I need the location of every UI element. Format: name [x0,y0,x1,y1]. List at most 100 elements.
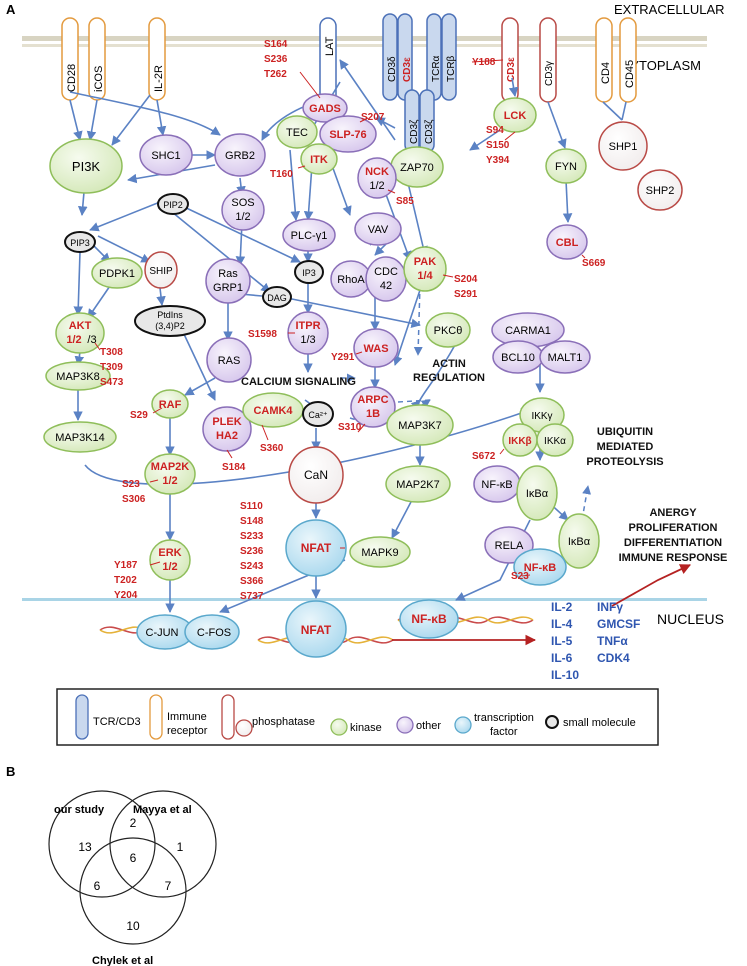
site-itk: T160 [270,169,293,180]
venn-count-our-mayya: 2 [130,816,137,830]
icos-label: iCOS [93,66,105,92]
immune-response-label: IMMUNE RESPONSE [619,552,728,564]
edge-cd3g-fyn [547,101,567,149]
gene-gmcsf: GMCSF [597,617,640,631]
site-leader [387,189,396,194]
legend: TCR/CD3 Immune receptor phosphatase kina… [56,688,659,746]
tec-label: TEC [286,127,308,139]
pip2-label: PIP2 [163,200,183,210]
cdc42-label-b: 42 [380,280,392,292]
pdpk1-node [91,257,143,289]
differentiation-label: DIFFERENTIATION [624,537,722,549]
site-was: Y291 [331,352,355,363]
rasgrp1-label: Ras [218,268,238,280]
edge-pip2-ip3 [179,204,301,263]
pak-isoform-label: 1/4 [417,270,433,282]
site-leader [355,351,363,355]
shp1-label: SHP1 [609,141,638,153]
sos-isoform-label: 1/2 [235,211,250,223]
cdc42-node [365,256,407,302]
site-itpr: S1598 [248,329,277,340]
was-node [353,328,399,368]
legend-small-molecule-label: small molecule [563,717,636,729]
lat-label: LAT [324,36,336,56]
edge-itk-plcg [303,164,314,221]
gene-il2: IL-2 [551,600,573,614]
akt-node [55,312,105,354]
site-cbl: S669 [582,258,606,269]
site-lck-2: S150 [486,140,510,151]
slp76-label: SLP-76 [329,129,366,141]
ip3-node [294,260,324,284]
tcrb-label: TCRβ [446,55,457,82]
tec-node [276,115,318,149]
membrane-line-inner [22,44,707,47]
dag-label: DAG [267,293,287,303]
calcium-label: Ca²⁺ [308,410,328,420]
shc1-label: SHC1 [151,150,180,162]
can-node [288,446,344,504]
pip2-node [157,193,189,215]
ship-node [144,251,178,289]
raf-label: RAF [159,399,182,411]
site-erk-3: Y204 [114,590,138,601]
gene-il5: IL-5 [551,634,573,648]
pip3-node [64,231,96,253]
edge-cd28-pi3k [69,99,83,141]
map3k14-label: MAP3K14 [55,432,105,444]
map3k7-node [386,404,454,446]
site-leader [152,407,163,414]
site-slp76: S207 [361,112,385,123]
edge-ship-ptdins [156,287,166,306]
outcome-arrow [611,564,691,607]
proliferation-label: PROLIFERATION [628,522,717,534]
regulation-label: REGULATION [413,372,485,384]
site-leader [149,561,161,566]
erk-isoform-label: 1/2 [162,561,177,573]
membrane-line [22,36,707,41]
map3k8-node [45,361,111,391]
itk-node [300,143,338,175]
legend-other-label: other [416,720,441,732]
cbl-node [546,224,588,260]
grb2-node [214,133,266,177]
legend-phosphatase-swatch [235,719,253,737]
site-camk4: S360 [260,443,284,454]
cd3d-label: CD3δ [387,56,398,82]
legend-other-swatch [396,716,414,734]
nfat-nuclear-node [285,600,347,658]
legend-small-molecule-swatch [545,715,559,729]
site-raf: S29 [130,410,148,421]
arpc1b-label: ARPC [357,394,388,406]
ikka-node [536,423,574,457]
site-lat-1: S164 [264,39,288,50]
rhoa-label: RhoA [337,274,365,286]
shp2-node [637,169,683,211]
site-leader [357,423,366,433]
site-nfat-7: S737 [240,591,264,602]
pkct-label: PKCθ [434,325,463,337]
lck-label: LCK [504,110,527,122]
grb2-label: GRB2 [225,150,255,162]
legend-phosphatase-receptor-swatch [221,694,235,740]
venn-count-chylek-only: 10 [126,919,140,933]
site-lck-1: S94 [486,125,504,136]
sos-label: SOS [231,197,254,209]
nfkb2-label: NF-κB [524,562,556,574]
edge-pip2-dag [171,211,271,293]
calcium-node [302,401,334,427]
ikba-node [516,465,558,521]
gads-node [302,93,348,123]
il2r-label: IL-2R [153,65,165,92]
map3k7-label: MAP3K7 [398,420,441,432]
legend-tcr-label: TCR/CD3 [93,716,141,728]
edge-pak-arpc [393,289,421,366]
panel-b-label: B [6,764,15,779]
raf-node [151,389,189,419]
site-leader [521,574,531,577]
tcrb-receptor [441,13,457,101]
cd4-receptor [595,17,613,103]
site-ikkb: S672 [472,451,496,462]
edge-map3k14-ikk [84,408,531,486]
nodes: PI3K SHC1 GRB2 GADS TEC SLP-76 ITK ZAP70… [43,93,683,658]
